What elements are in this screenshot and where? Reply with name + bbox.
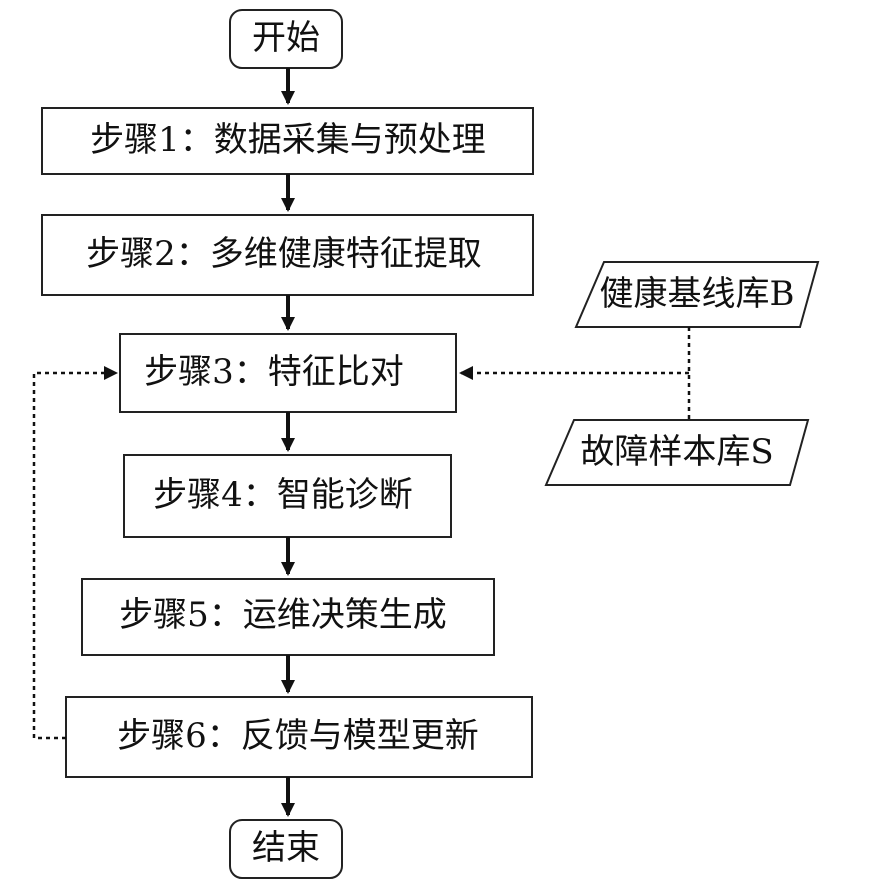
- fault-db-label: 故障样本库S: [580, 432, 773, 472]
- end-label: 结束: [252, 828, 320, 868]
- start-label: 开始: [252, 18, 320, 58]
- feedback-loop-line: [34, 373, 116, 738]
- baseline-db-label: 健康基线库B: [600, 274, 795, 314]
- step6-label: 步骤6：反馈与模型更新: [117, 716, 479, 756]
- step5-label: 步骤5：运维决策生成: [119, 595, 447, 635]
- step3-label: 步骤3：特征比对: [144, 352, 404, 392]
- step2-label: 步骤2：多维健康特征提取: [86, 234, 482, 274]
- step4-label: 步骤4：智能诊断: [153, 475, 413, 515]
- step1-label: 步骤1：数据采集与预处理: [90, 120, 486, 160]
